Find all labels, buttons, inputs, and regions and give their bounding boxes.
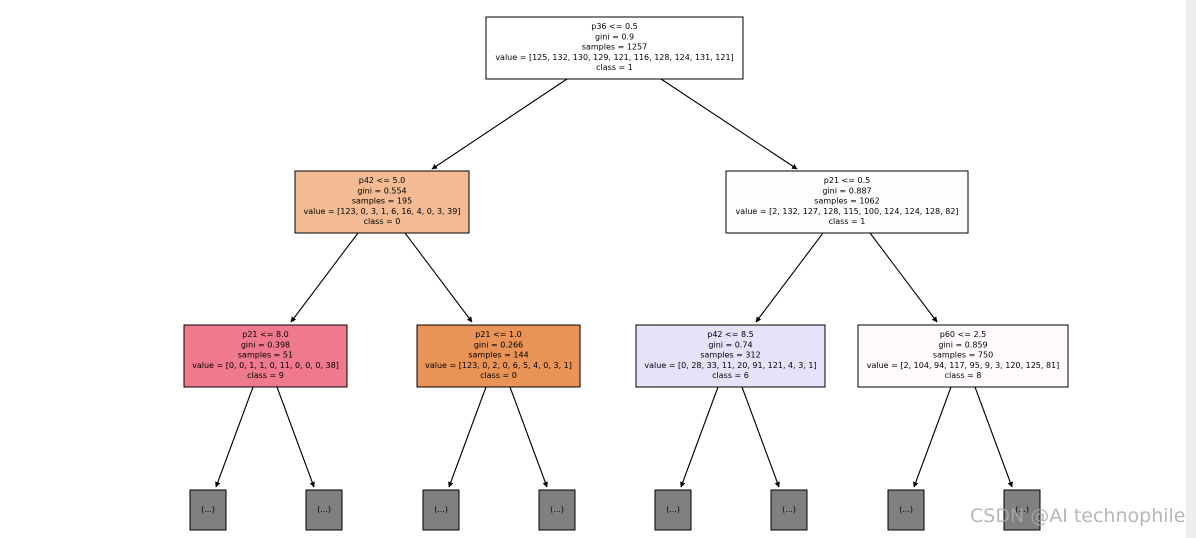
node-line: p42 <= 8.5 [707,330,753,339]
tree-node-truncated: (...) [422,489,460,531]
node-line: value = [125, 132, 130, 129, 121, 116, 1… [495,53,733,62]
tree-edge [404,232,473,323]
node-line: value = [2, 132, 127, 128, 115, 100, 124… [735,207,958,216]
node-box [857,324,1069,388]
tree-edge [215,386,254,488]
node-box [654,489,692,531]
node-box [485,16,744,80]
node-box [305,489,343,531]
tree-edge [509,386,548,488]
node-line: value = [0, 28, 33, 11, 20, 91, 121, 4, … [644,361,816,370]
truncated-label: (...) [550,505,564,514]
tree-node-truncated: (...) [770,489,808,531]
window-edge [1186,0,1196,538]
truncated-label: (...) [899,505,913,514]
node-line: p21 <= 0.5 [824,176,870,185]
node-line: class = 6 [712,371,749,380]
tree-edge [755,232,824,323]
tree-edge [431,78,568,170]
node-line: gini = 0.74 [708,340,752,349]
node-line: class = 9 [247,371,284,380]
tree-node-truncated: (...) [654,489,692,531]
tree-node-truncated: (...) [538,489,576,531]
node-box [538,489,576,531]
tree-edge [290,232,359,323]
tree-node-truncated: (...) [189,489,227,531]
tree-node-truncated: (...) [305,489,343,531]
node-line: gini = 0.859 [938,340,987,349]
node-box [635,324,826,388]
node-line: value = [2, 104, 94, 117, 95, 9, 3, 120,… [867,361,1060,370]
node-box [183,324,348,388]
tree-edge [974,386,1013,488]
node-line: p60 <= 2.5 [940,330,986,339]
tree-edge [913,386,952,488]
tree-edge [741,386,780,488]
node-line: p42 <= 5.0 [359,176,405,185]
node-line: class = 0 [364,217,401,226]
node-line: gini = 0.554 [357,186,406,195]
node-line: class = 0 [480,371,517,380]
truncated-label: (...) [666,505,680,514]
tree-edge [680,386,719,488]
node-box [725,170,969,234]
node-line: value = [123, 0, 3, 1, 6, 16, 4, 0, 3, 3… [304,207,461,216]
node-box [1003,489,1041,531]
node-line: samples = 750 [933,351,993,360]
tree-node-truncated: (...) [1003,489,1041,531]
node-line: value = [0, 0, 1, 1, 0, 11, 0, 0, 0, 38] [192,361,339,370]
node-line: p21 <= 8.0 [242,330,288,339]
node-line: samples = 1062 [814,197,879,206]
node-line: gini = 0.9 [595,32,634,41]
watermark: CSDN @AI technophile [970,505,1186,527]
truncated-label: (...) [317,505,331,514]
truncated-label: (...) [782,505,796,514]
node-line: class = 8 [945,371,982,380]
node-line: samples = 144 [468,351,528,360]
tree-node-truncated: (...) [887,489,925,531]
node-box [294,170,470,234]
tree-edge [276,386,315,488]
tree-edge [660,78,798,170]
node-line: value = [123, 0, 2, 0, 6, 5, 4, 0, 3, 1] [425,361,572,370]
node-box [887,489,925,531]
node-line: gini = 0.398 [241,340,290,349]
node-line: gini = 0.266 [474,340,523,349]
node-line: samples = 312 [700,351,760,360]
node-box [770,489,808,531]
truncated-label: (...) [1015,505,1029,514]
node-line: samples = 1257 [582,43,647,52]
truncated-label: (...) [201,505,215,514]
node-line: samples = 195 [352,197,412,206]
truncated-label: (...) [434,505,448,514]
node-line: class = 1 [829,217,866,226]
tree-edge [869,232,938,323]
tree-edges [215,78,1013,488]
node-line: class = 1 [596,63,633,72]
node-box [422,489,460,531]
node-line: samples = 51 [238,351,293,360]
node-line: p21 <= 1.0 [475,330,521,339]
node-line: gini = 0.887 [822,186,871,195]
node-line: p36 <= 0.5 [591,22,637,31]
node-box [416,324,581,388]
tree-edge [448,386,487,488]
node-box [189,489,227,531]
